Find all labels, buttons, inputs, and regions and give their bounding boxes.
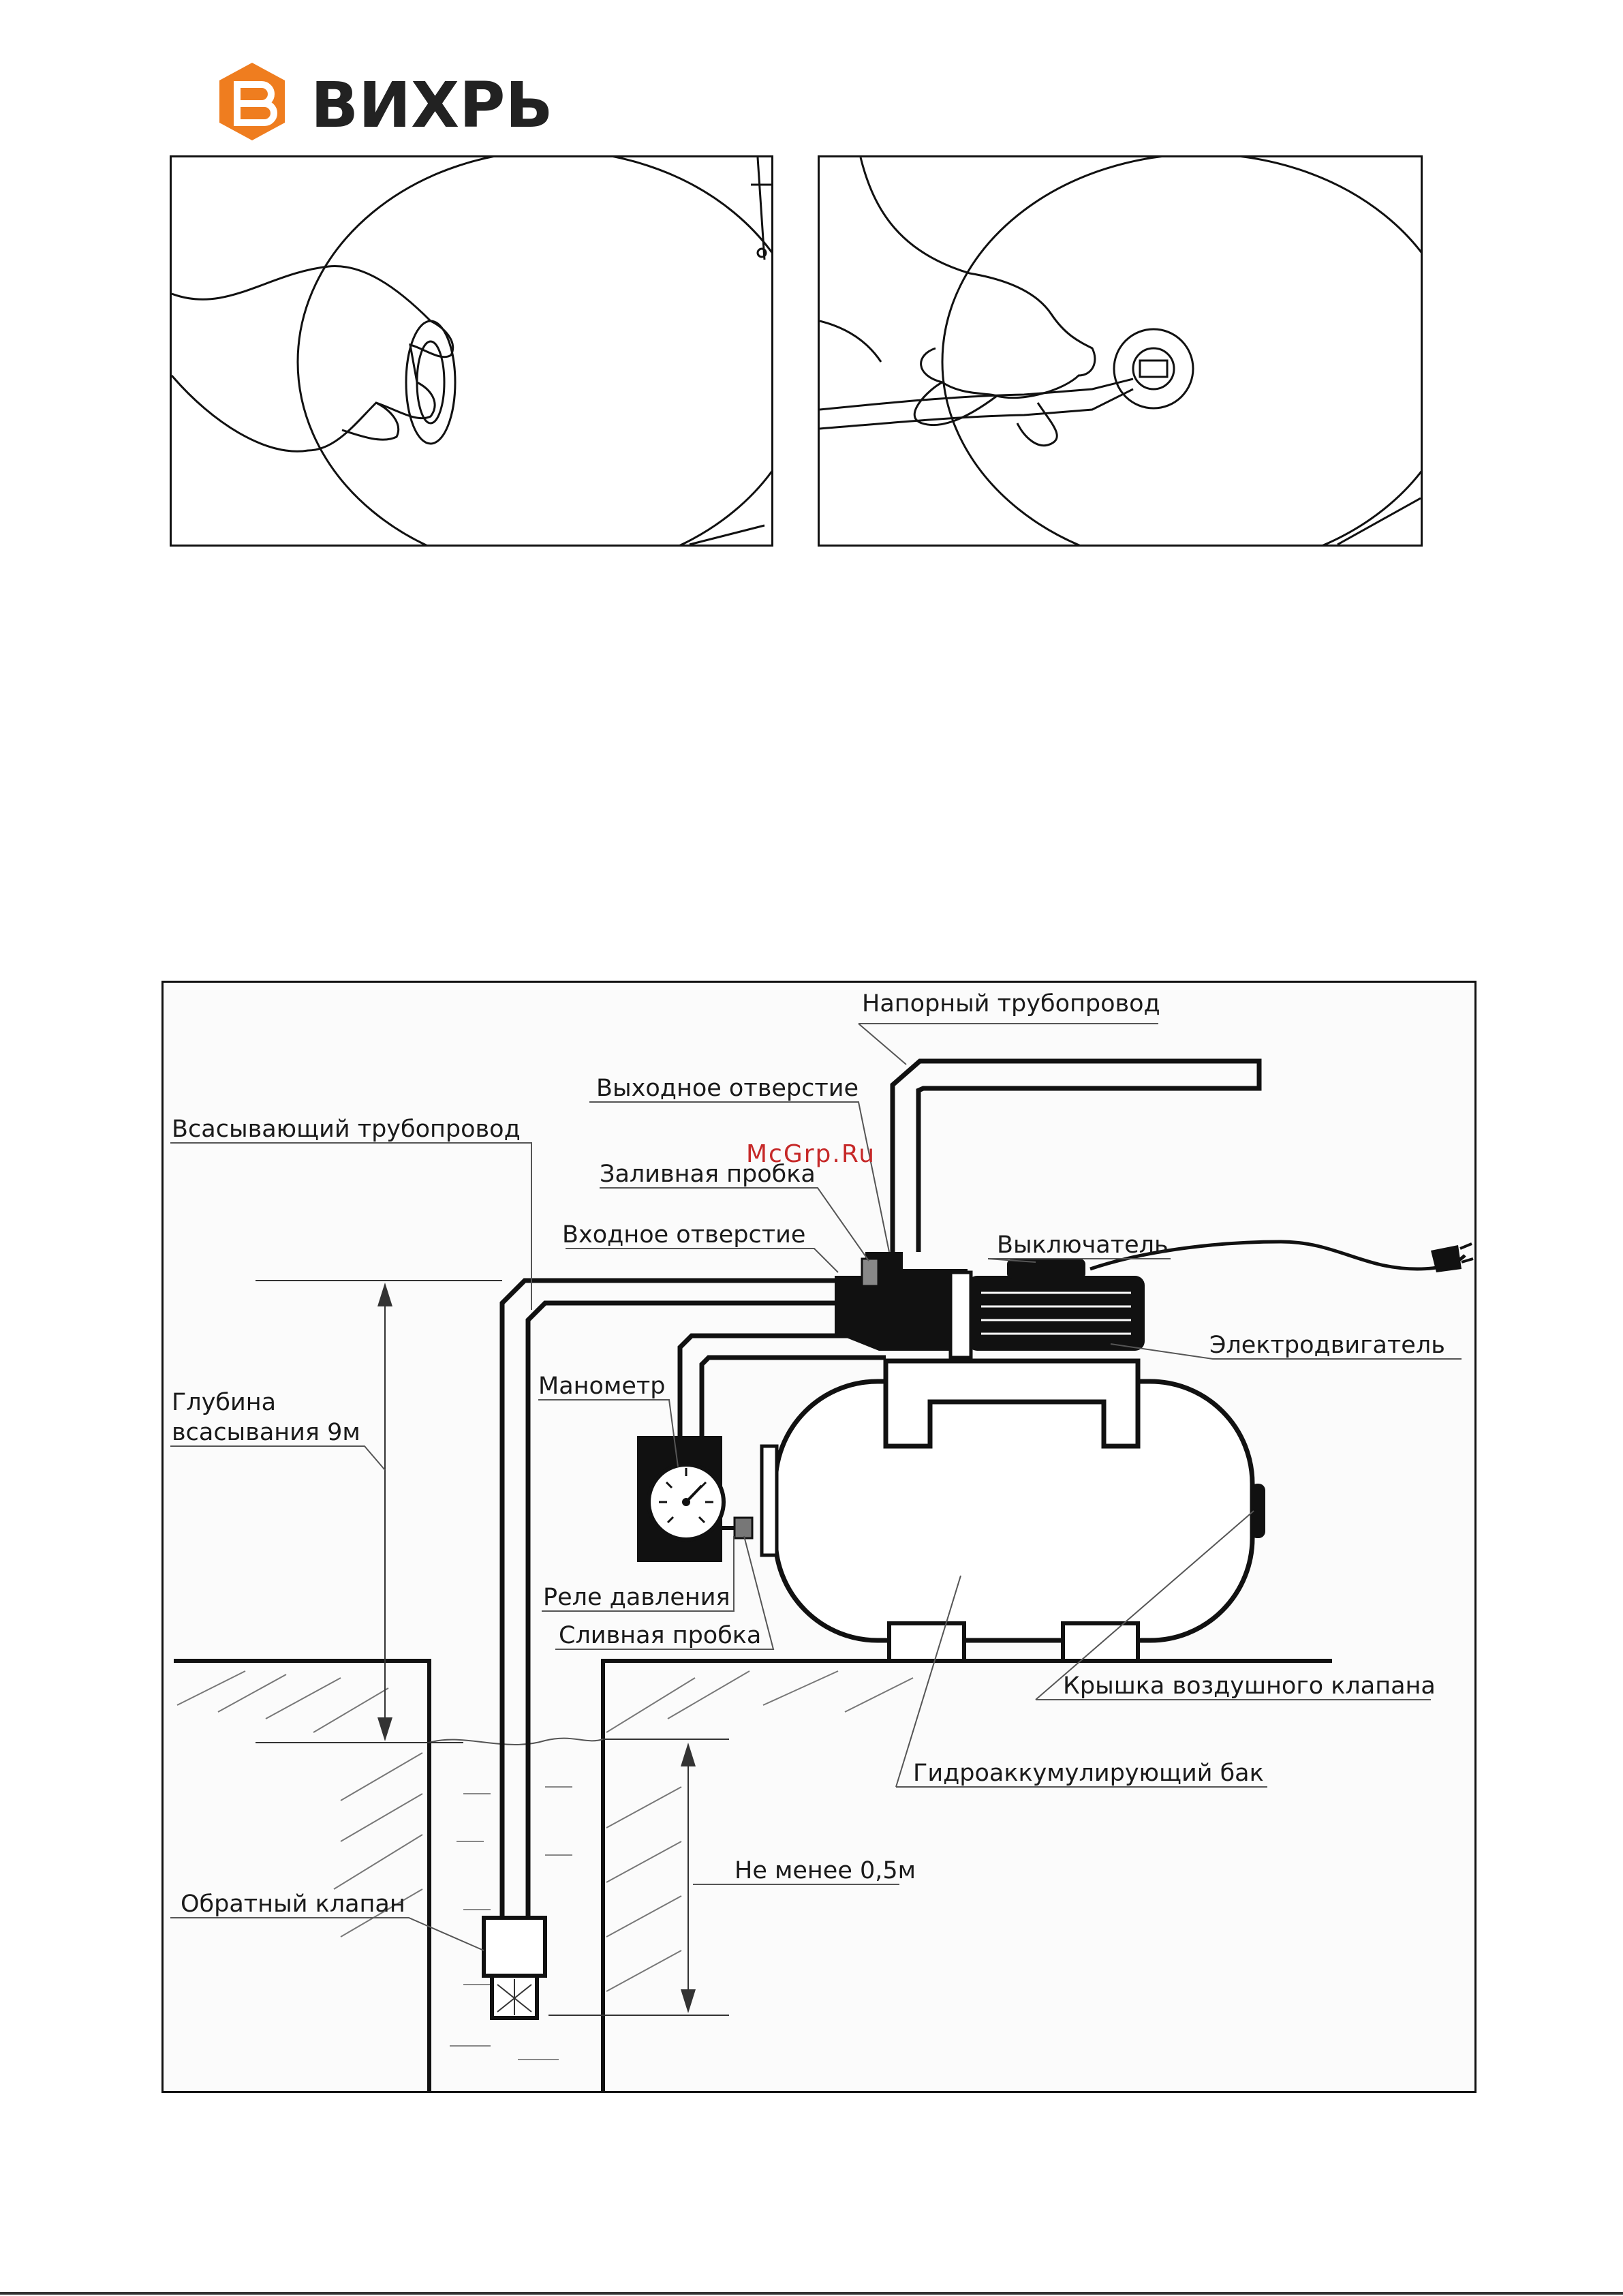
- pump-head: [835, 1252, 968, 1351]
- label-depth-line2: всасывания 9м: [172, 1419, 360, 1446]
- priming-plug: [862, 1259, 878, 1286]
- b-hexagon-logo-icon: ВИХРЬ: [217, 60, 571, 149]
- tank-foot-left: [889, 1623, 964, 1661]
- brand-name: ВИХРЬ: [311, 69, 553, 142]
- label-drain-plug: Сливная пробка: [559, 1622, 761, 1649]
- label-pressure-relay: Реле давления: [543, 1584, 730, 1611]
- discharge-pipe: [893, 1061, 1259, 1252]
- label-switch: Выключатель: [997, 1231, 1169, 1259]
- label-min-depth: Не менее 0,5м: [735, 1857, 916, 1884]
- water-level: [429, 1739, 603, 1745]
- power-plug-icon: [1431, 1245, 1462, 1272]
- page-bottom-border: [0, 2292, 1623, 2295]
- label-suction-pipe: Всасывающий трубопровод: [172, 1116, 521, 1143]
- label-discharge-pipe: Напорный трубопровод: [862, 990, 1160, 1017]
- tank-foot-right: [1063, 1623, 1138, 1661]
- label-depth-line1: Глубина: [172, 1389, 276, 1416]
- air-valve-cap: [1250, 1484, 1265, 1538]
- suction-depth-dimension: [256, 1281, 502, 1743]
- photo-panel-pressure-hose: [818, 155, 1423, 547]
- label-manometer: Манометр: [538, 1373, 665, 1400]
- hand-pressure-hose-illustration: [820, 157, 1421, 545]
- label-accumulator-tank: Гидроаккумулирующий бак: [913, 1760, 1264, 1787]
- brand-logo: ВИХРЬ: [217, 60, 571, 149]
- motor-switch: [1007, 1259, 1085, 1279]
- label-priming-plug: Заливная пробка: [600, 1161, 816, 1188]
- label-inlet: Входное отверстие: [562, 1221, 805, 1249]
- electric-motor: [968, 1276, 1145, 1351]
- drain-plug: [735, 1518, 752, 1538]
- pump-installation-diagram: Напорный трубопровод Выходное отверстие …: [161, 981, 1477, 2093]
- hand-valve-cap-illustration: [172, 157, 771, 545]
- diagram-drawing: Напорный трубопровод Выходное отверстие …: [164, 983, 1474, 2091]
- accumulator-tank-body: [775, 1381, 1252, 1640]
- label-check-valve: Обратный клапан: [181, 1891, 405, 1918]
- photo-panel-valve-cap: [170, 155, 773, 547]
- label-motor: Электродвигатель: [1209, 1332, 1445, 1359]
- label-outlet: Выходное отверстие: [596, 1075, 859, 1102]
- label-air-valve-cap: Крышка воздушного клапана: [1063, 1672, 1436, 1700]
